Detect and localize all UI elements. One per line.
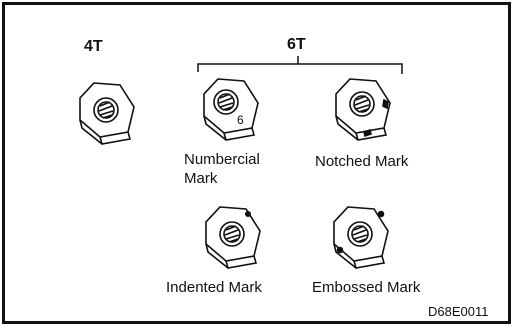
nut-4t-icon [79,82,135,145]
grade-4t-label: 4T [84,38,103,55]
indented-mark-label: Indented Mark [166,279,262,296]
nut-embossed-icon [333,206,389,269]
nut-numbercial-icon [203,78,259,141]
nut-indented-icon [205,206,261,269]
numbercial-mark-label-line1: Numbercial [184,151,260,168]
notched-mark-label: Notched Mark [315,153,409,170]
numbercial-mark-label-line2: Mark [184,170,218,187]
6t-bracket [197,56,403,74]
embossed-mark-label: Embossed Mark [312,279,421,296]
figure-id: D68E0011 [428,304,489,319]
grade-6t-label: 6T [287,36,306,53]
nut-numeral-6: 6 [237,113,244,127]
nut-notched-icon [335,78,391,141]
